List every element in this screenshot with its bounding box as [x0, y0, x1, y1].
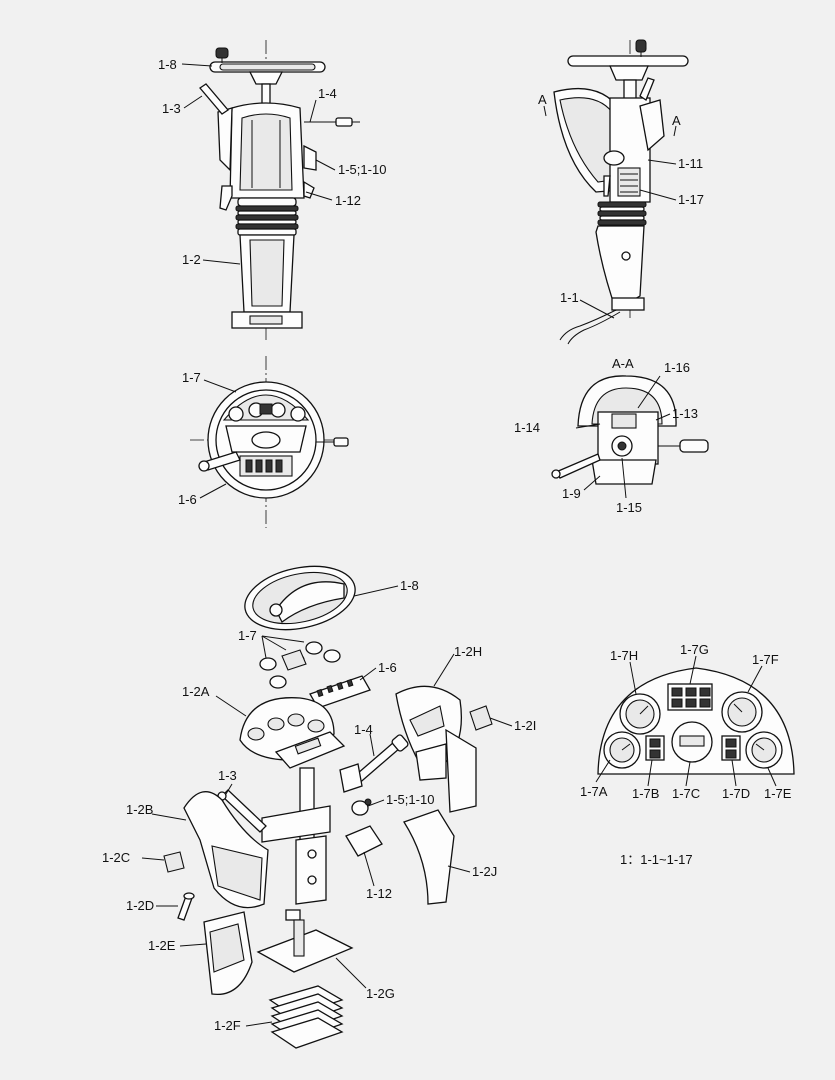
- label-1-9: 1-9: [562, 486, 581, 501]
- section-title: A-A: [612, 356, 634, 371]
- instrument-panel: 1-7H 1-7G 1-7F 1-7A 1-7B 1-7C 1-7D 1-7E: [580, 642, 795, 801]
- label-1-7d: 1-7D: [722, 786, 750, 801]
- label-1-7g: 1-7G: [680, 642, 709, 657]
- label-ex-1-12: 1-12: [366, 886, 392, 901]
- label-ex-1-2h: 1-2H: [454, 644, 482, 659]
- label-1-7a: 1-7A: [580, 784, 608, 799]
- label-1-3: 1-3: [162, 101, 181, 116]
- label-1-7e: 1-7E: [764, 786, 792, 801]
- label-1-17: 1-17: [678, 192, 704, 207]
- top-view: 1-7 1-6: [178, 356, 349, 528]
- label-1-6: 1-6: [178, 492, 197, 507]
- label-1-16: 1-16: [664, 360, 690, 375]
- label-ex-1-5-1-10: 1-5;1-10: [386, 792, 434, 807]
- label-1-12: 1-12: [335, 193, 361, 208]
- exploded-bellows: [268, 985, 344, 1049]
- label-ex-1-7: 1-7: [238, 628, 257, 643]
- front-bellows: [235, 197, 299, 236]
- label-ex-1-2c: 1-2C: [102, 850, 130, 865]
- front-view: 1-8 1-3 1-4 1-5;1-10 1-12 1-2: [158, 40, 386, 340]
- label-section-a-left: A: [538, 92, 547, 107]
- label-1-7f: 1-7F: [752, 652, 779, 667]
- label-1-1: 1-1: [560, 290, 579, 305]
- label-1-7c: 1-7C: [672, 786, 700, 801]
- label-1-7b: 1-7B: [632, 786, 659, 801]
- scale-note: 1：1-1~1-17: [620, 852, 693, 867]
- label-ex-1-2d: 1-2D: [126, 898, 154, 913]
- label-1-4: 1-4: [318, 86, 337, 101]
- side-view: A A 1-11 1-17 1-1: [538, 39, 704, 345]
- label-1-8: 1-8: [158, 57, 177, 72]
- label-1-5-1-10: 1-5;1-10: [338, 162, 386, 177]
- label-ex-1-2f: 1-2F: [214, 1018, 241, 1033]
- label-1-13: 1-13: [672, 406, 698, 421]
- label-1-14: 1-14: [514, 420, 540, 435]
- label-ex-1-2i: 1-2I: [514, 718, 536, 733]
- label-1-7h: 1-7H: [610, 648, 638, 663]
- label-1-2: 1-2: [182, 252, 201, 267]
- section-view: A-A 1-16 1-14 1-13 1-9 1-15: [514, 356, 709, 515]
- label-ex-1-4: 1-4: [354, 722, 373, 737]
- exploded-view: 1-8 1-7 1-6 1-2H 1-2A 1-2I 1-4 1-3 1-5;1…: [102, 565, 536, 1049]
- label-ex-1-2a: 1-2A: [182, 684, 210, 699]
- label-ex-1-8: 1-8: [400, 578, 419, 593]
- exploded-gauges: [259, 641, 341, 689]
- label-ex-1-2g: 1-2G: [366, 986, 395, 1001]
- label-ex-1-2e: 1-2E: [148, 938, 176, 953]
- label-section-a-right: A: [672, 113, 681, 128]
- label-ex-1-3: 1-3: [218, 768, 237, 783]
- label-ex-1-6: 1-6: [378, 660, 397, 675]
- label-1-15: 1-15: [616, 500, 642, 515]
- label-ex-1-2j: 1-2J: [472, 864, 497, 879]
- label-ex-1-2b: 1-2B: [126, 802, 153, 817]
- label-1-11: 1-11: [678, 156, 703, 171]
- label-1-7: 1-7: [182, 370, 201, 385]
